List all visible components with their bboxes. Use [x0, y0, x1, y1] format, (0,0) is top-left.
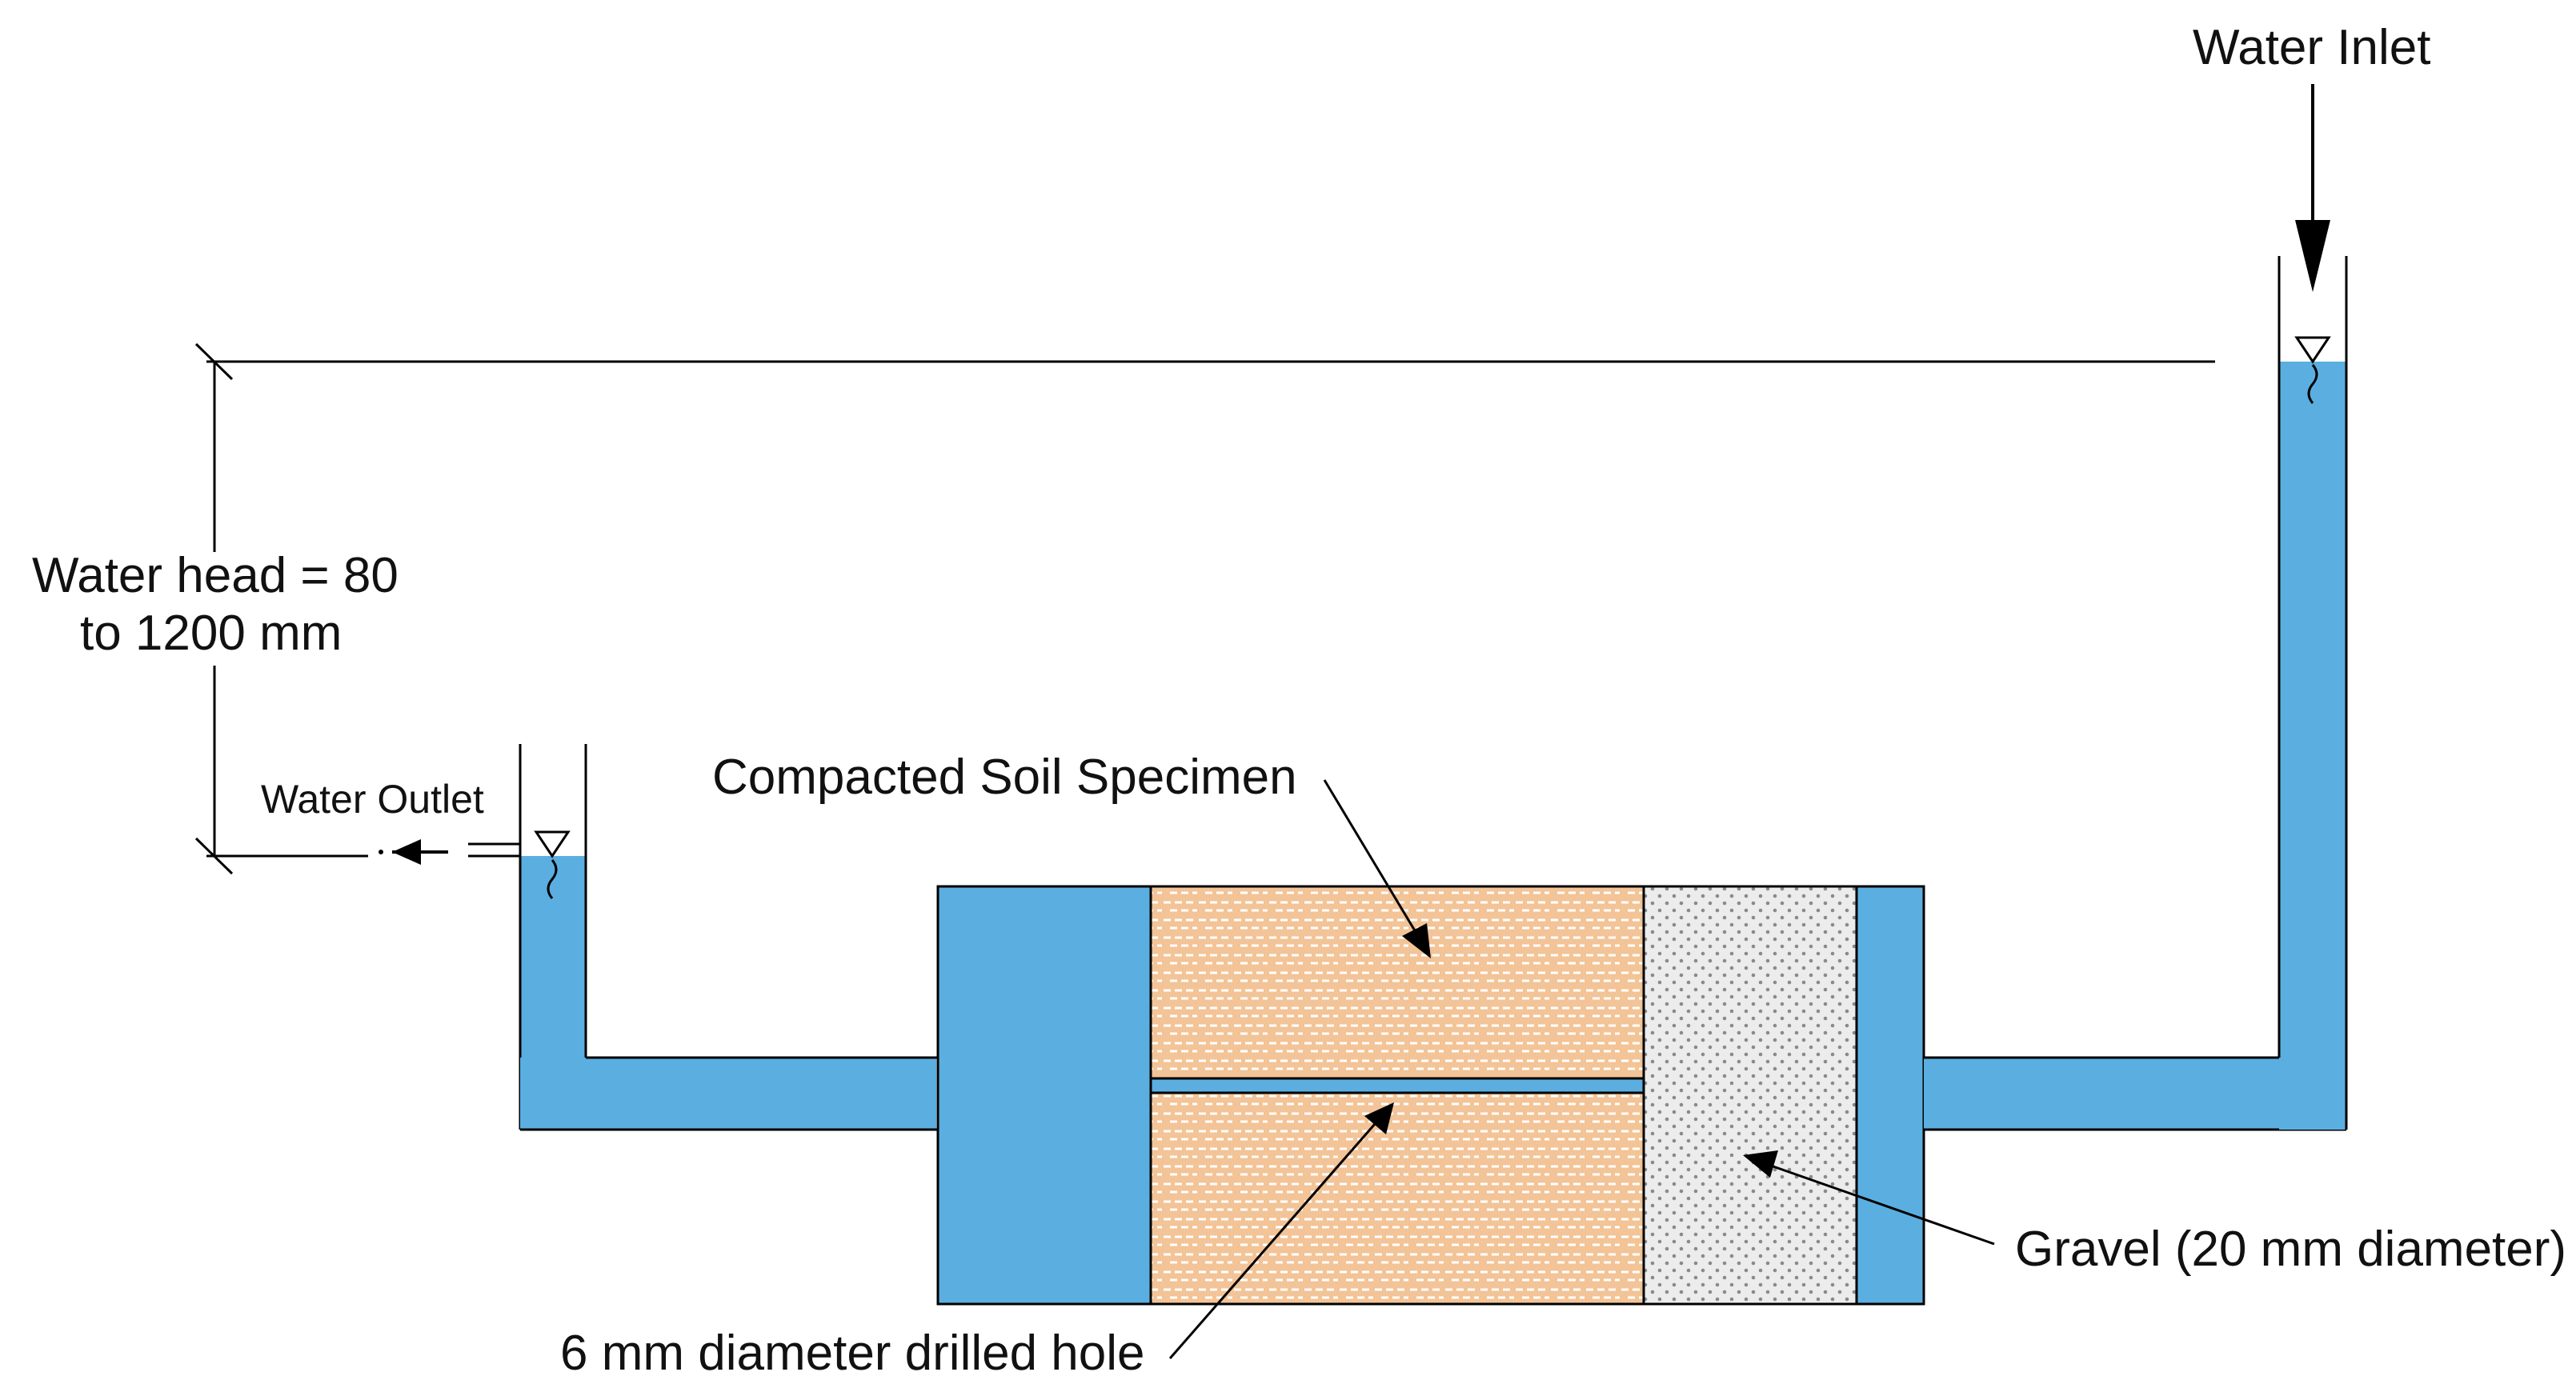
water-head-label-line1: Water head = 80: [32, 548, 399, 603]
head-reference-lines: [194, 342, 2215, 875]
gravel-zone: [1642, 885, 1858, 1306]
lower-tick: [194, 837, 234, 875]
water-head-label-line2: to 1200 mm: [80, 606, 342, 661]
soil-upper-half: [1149, 885, 1645, 1080]
hole-leader-arrow-icon: [1168, 1123, 1376, 1359]
leader-arrows: [1168, 779, 1995, 1359]
left-water-chamber: [936, 885, 1152, 1306]
outlet-water-column: [520, 856, 586, 1085]
water-inlet-label: Water Inlet: [2193, 20, 2430, 75]
soil-specimen-label: Compacted Soil Specimen: [712, 750, 1297, 805]
outlet-horizontal-pipe: [520, 1056, 938, 1131]
drilled-hole-label: 6 mm diameter drilled hole: [560, 1326, 1145, 1381]
inlet-water-level-icon: [2294, 336, 2331, 404]
gravel-label: Gravel (20 mm diameter): [2015, 1222, 2566, 1277]
upper-tick: [194, 342, 234, 381]
inlet-pipe: [1924, 84, 2348, 1131]
inlet-flow-arrow-icon: [2295, 84, 2330, 292]
gravel-leader-arrow-icon: [1768, 1163, 1995, 1246]
water-outlet-label: Water Outlet: [261, 777, 484, 822]
outlet-standpipe: [379, 744, 587, 1130]
soil-leader-arrow-icon: [1323, 779, 1420, 937]
inlet-water-column: [2279, 362, 2346, 1130]
outlet-water-level-icon: [534, 830, 571, 899]
compacted-soil-specimen: [1149, 885, 1645, 1306]
drilled-hole-channel: [1149, 1077, 1645, 1094]
right-water-chamber: [1855, 885, 1925, 1306]
soil-lower-half: [1149, 1091, 1645, 1306]
